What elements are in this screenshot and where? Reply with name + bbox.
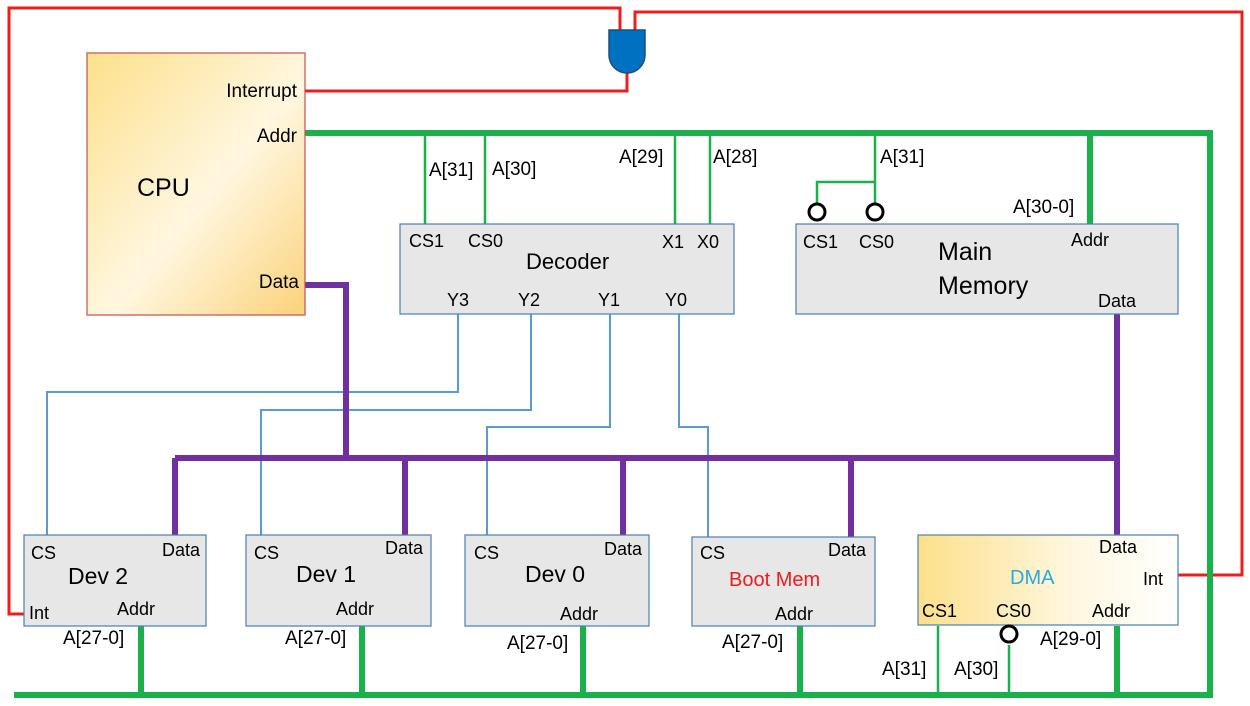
- dev2-addr: Addr: [117, 599, 155, 619]
- dev1-addr-line: A[27-0]: [285, 628, 346, 649]
- main-memory-cs1-bubble: [807, 202, 827, 222]
- data-bus: [172, 282, 1120, 537]
- decoder-line-a29: A[29]: [619, 147, 663, 168]
- cpu-interrupt-label: Interrupt: [226, 81, 297, 102]
- dma-cs0: CS0: [996, 601, 1031, 621]
- dma-int-wire: [633, 10, 1244, 577]
- cpu-block: CPU Interrupt Addr Data: [86, 52, 306, 316]
- boot-mem-addr: Addr: [775, 604, 813, 624]
- main-memory-title-line2: Memory: [938, 272, 1029, 300]
- and-gate-icon: [608, 29, 646, 74]
- cpu-addr-label: Addr: [257, 126, 298, 147]
- main-memory-cs0: CS0: [859, 232, 894, 252]
- dma-addr-line: A[29-0]: [1040, 629, 1101, 650]
- address-bus-main: [14, 130, 1213, 698]
- dev0-addr-line: A[27-0]: [507, 633, 568, 654]
- boot-mem-addr-line: A[27-0]: [722, 632, 783, 653]
- dev0-title: Dev 0: [525, 561, 585, 587]
- decoder-x1: X1: [662, 232, 684, 252]
- decoder-y2: Y2: [518, 290, 540, 310]
- main-memory-block: Main Memory CS1 CS0 Addr Data A[31] A[30…: [795, 147, 1179, 315]
- dev0-block: Dev 0 CS Data Addr A[27-0]: [464, 534, 650, 654]
- interrupt-wires: [7, 6, 1244, 616]
- dma-title: DMA: [1010, 567, 1055, 589]
- cpu-data-label: Data: [259, 272, 300, 293]
- dev1-cs: CS: [254, 543, 279, 563]
- main-memory-cs0-bubble: [865, 202, 885, 222]
- dev2-int: Int: [29, 603, 49, 623]
- dev0-data: Data: [604, 539, 643, 559]
- boot-mem-data: Data: [828, 540, 867, 560]
- decoder-x0: X0: [697, 232, 719, 252]
- dma-cs0-bubble: [999, 624, 1019, 644]
- decoder-title: Decoder: [526, 249, 609, 274]
- dev2-addr-line: A[27-0]: [63, 628, 124, 649]
- dma-cs0-line: A[30]: [954, 659, 998, 680]
- dev2-int-wire: [7, 6, 622, 616]
- dev1-title: Dev 1: [296, 561, 356, 587]
- dev1-data: Data: [385, 538, 424, 558]
- main-memory-cs1: CS1: [803, 232, 838, 252]
- dma-addr: Addr: [1092, 601, 1130, 621]
- dev2-cs: CS: [31, 543, 56, 563]
- dma-block: DMA Data Int CS1 CS0 Addr A[31] A[30] A[…: [882, 534, 1179, 680]
- dev2-data: Data: [162, 540, 201, 560]
- decoder-y0: Y0: [665, 290, 687, 310]
- dev2-title: Dev 2: [68, 563, 128, 589]
- main-memory-data: Data: [1098, 291, 1137, 311]
- boot-mem-block: Boot Mem CS Data Addr A[27-0]: [691, 536, 876, 653]
- main-memory-addr-line: A[30-0]: [1013, 197, 1074, 218]
- dma-int: Int: [1143, 569, 1163, 589]
- dma-cs1: CS1: [922, 601, 957, 621]
- address-bus: [14, 130, 1213, 698]
- cpu-interrupt-wire: [305, 72, 629, 93]
- dma-data: Data: [1099, 537, 1138, 557]
- dev0-addr: Addr: [560, 604, 598, 624]
- decoder-y3: Y3: [447, 290, 469, 310]
- decoder-line-a31: A[31]: [429, 160, 473, 181]
- dev2-block: Dev 2 CS Data Int Addr A[27-0]: [23, 534, 207, 649]
- select-lines: [46, 314, 709, 537]
- dev1-block: Dev 1 CS Data Addr A[27-0]: [245, 534, 432, 649]
- decoder-y1: Y1: [598, 290, 620, 310]
- boot-mem-title: Boot Mem: [729, 569, 820, 591]
- main-memory-addr: Addr: [1071, 230, 1109, 250]
- decoder-cs1: CS1: [409, 231, 444, 251]
- cpu-title: CPU: [137, 174, 190, 202]
- main-memory-title-line1: Main: [938, 238, 992, 266]
- decoder-line-a30: A[30]: [492, 159, 536, 180]
- decoder-cs0: CS0: [468, 231, 503, 251]
- dma-cs1-line: A[31]: [882, 659, 926, 680]
- main-memory-cs-line: A[31]: [880, 147, 924, 168]
- decoder-block: Decoder CS1 CS0 X1 X0 Y3 Y2 Y1 Y0 A[31] …: [399, 147, 757, 315]
- boot-mem-cs: CS: [700, 543, 725, 563]
- decoder-line-a28: A[28]: [713, 147, 757, 168]
- dev1-addr: Addr: [336, 599, 374, 619]
- dev0-cs: CS: [474, 543, 499, 563]
